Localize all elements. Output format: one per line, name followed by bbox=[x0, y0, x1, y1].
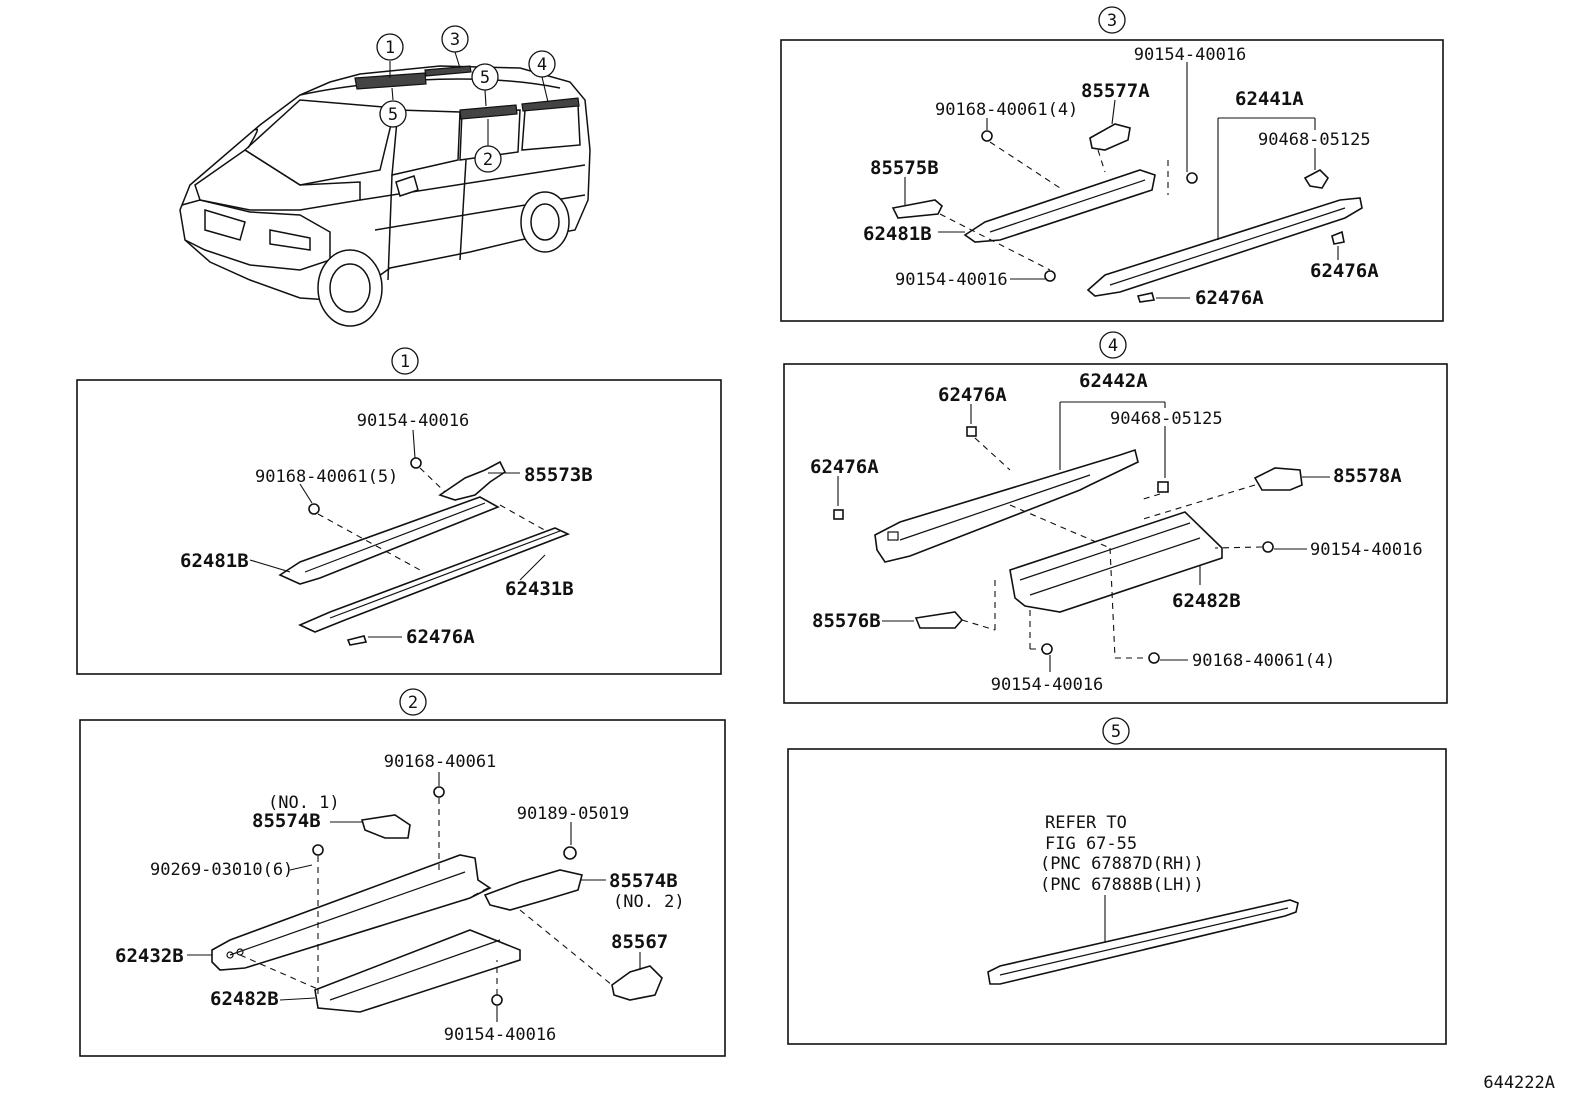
section-4-frame bbox=[783, 363, 1448, 704]
section-3: 3 90154-40016 bbox=[780, 6, 1444, 322]
s5-text-fig: FIG 67-55 bbox=[1045, 834, 1137, 854]
s3-label-62481B: 62481B bbox=[863, 223, 932, 245]
s2-label-62432B: 62432B bbox=[115, 945, 184, 967]
s3-label-62476A-bottom: 62476A bbox=[1195, 287, 1264, 309]
s3-label-90154-40016-top: 90154-40016 bbox=[1134, 45, 1247, 65]
s5-text-pnc-rh: (PNC 67887D(RH)) bbox=[1040, 854, 1204, 874]
section-1: 1 90154-40016 90168-40061(5) 85573B 6248… bbox=[76, 347, 722, 675]
car-callout-2: 2 bbox=[483, 150, 493, 170]
s4-label-62482B: 62482B bbox=[1172, 590, 1241, 612]
s3-label-62476A-right: 62476A bbox=[1310, 260, 1379, 282]
s2-label-85574B-no1: 85574B bbox=[252, 810, 321, 832]
s4-label-90468-05125: 90468-05125 bbox=[1110, 409, 1223, 429]
section-2-frame bbox=[79, 719, 726, 1057]
s3-label-90168-40061: 90168-40061(4) bbox=[935, 100, 1078, 120]
section-1-number: 1 bbox=[400, 352, 410, 372]
s4-label-90154-40016-right: 90154-40016 bbox=[1310, 540, 1423, 560]
car-callout-5b: 5 bbox=[480, 68, 490, 88]
s1-label-62476A: 62476A bbox=[406, 626, 475, 648]
s2-label-90189-05019: 90189-05019 bbox=[517, 804, 630, 824]
s5-text-pnc-lh: (PNC 67888B(LH)) bbox=[1040, 875, 1204, 895]
vehicle-overview: 1 3 4 5 5 2 bbox=[179, 25, 591, 327]
diagram-id: 644222A bbox=[1483, 1073, 1555, 1093]
car-callout-3: 3 bbox=[450, 30, 460, 50]
s4-label-62476A-left: 62476A bbox=[810, 456, 879, 478]
s2-label-85567: 85567 bbox=[611, 931, 668, 953]
s1-label-90154-40016: 90154-40016 bbox=[357, 411, 470, 431]
s3-label-90468-05125: 90468-05125 bbox=[1258, 130, 1371, 150]
s2-label-62482B: 62482B bbox=[210, 988, 279, 1010]
s2-label-85574B-no2: 85574B bbox=[609, 870, 678, 892]
s5-text-refer-to: REFER TO bbox=[1045, 813, 1127, 833]
s2-label-90154-40016: 90154-40016 bbox=[444, 1025, 557, 1045]
car-callout-1: 1 bbox=[385, 38, 395, 58]
s4-label-62476A-top: 62476A bbox=[938, 384, 1007, 406]
s2-label-90168-40061: 90168-40061 bbox=[384, 752, 497, 772]
s3-label-62441A: 62441A bbox=[1235, 88, 1304, 110]
s4-label-62442A: 62442A bbox=[1079, 370, 1148, 392]
s4-label-90154-40016-bottom: 90154-40016 bbox=[991, 675, 1104, 695]
section-4: 4 bbox=[783, 331, 1448, 704]
s2-label-90269-03010: 90269-03010(6) bbox=[150, 860, 293, 880]
section-1-frame bbox=[76, 379, 722, 675]
s1-label-62431B: 62431B bbox=[505, 578, 574, 600]
section-2-number: 2 bbox=[408, 693, 418, 713]
section-5-number: 5 bbox=[1111, 722, 1121, 742]
s1-label-90168-40061: 90168-40061(5) bbox=[255, 467, 398, 487]
section-3-number: 3 bbox=[1107, 11, 1117, 31]
s1-label-62481B: 62481B bbox=[180, 550, 249, 572]
s2-label-no1: (NO. 1) bbox=[268, 793, 340, 813]
section-3-frame bbox=[780, 39, 1444, 322]
s4-label-90168-40061: 90168-40061(4) bbox=[1192, 651, 1335, 671]
section-4-number: 4 bbox=[1108, 336, 1118, 356]
section-5: 5 REFER TO FIG 67-55 (PNC 67887D(RH)) (P… bbox=[787, 717, 1447, 1045]
section-2: 2 90168-4 bbox=[79, 688, 726, 1057]
s3-label-85577A: 85577A bbox=[1081, 80, 1150, 102]
s4-label-85578A: 85578A bbox=[1333, 465, 1402, 487]
car-callout-4: 4 bbox=[537, 55, 547, 75]
car-callout-5a: 5 bbox=[388, 105, 398, 125]
s1-label-85573B: 85573B bbox=[524, 464, 593, 486]
s2-label-no2: (NO. 2) bbox=[613, 892, 685, 912]
s3-label-90154-40016-bottom: 90154-40016 bbox=[895, 270, 1008, 290]
s3-label-85575B: 85575B bbox=[870, 157, 939, 179]
section-5-frame bbox=[787, 748, 1447, 1045]
s4-label-85576B: 85576B bbox=[812, 610, 881, 632]
